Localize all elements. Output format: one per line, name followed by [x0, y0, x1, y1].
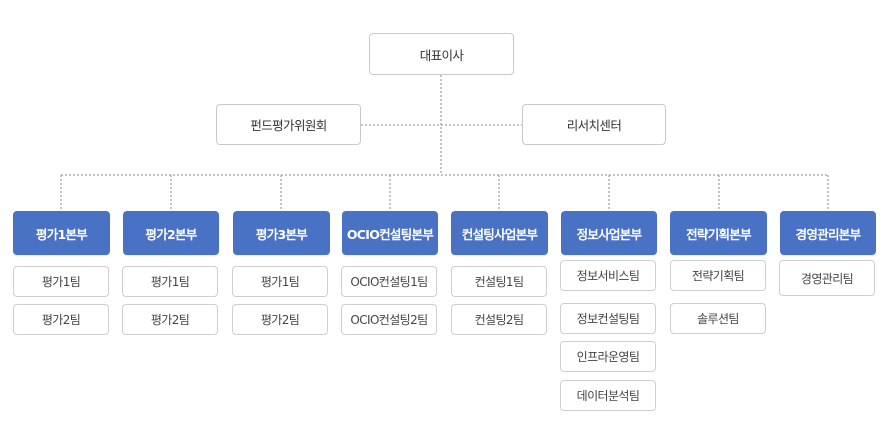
team-item: 인프라운영팀: [560, 341, 656, 372]
team-item: 솔루션팀: [670, 303, 766, 334]
team-item: 평가1팀: [13, 266, 109, 297]
team-item: 경영관리팀: [779, 260, 875, 296]
team-item: 평가1팀: [122, 266, 218, 297]
ceo-node: 대표이사: [369, 33, 514, 75]
team-item: OCIO컨설팅2팀: [341, 304, 437, 335]
team-item: 평가2팀: [232, 304, 328, 335]
team-item: 평가2팀: [13, 304, 109, 335]
division-management: 경영관리본부: [780, 211, 876, 255]
research-node: 리서치센터: [522, 104, 666, 145]
division-ocio-consulting: OCIO컨설팅본부: [342, 211, 438, 255]
team-item: 데이터분석팀: [560, 380, 656, 411]
team-item: 평가2팀: [122, 304, 218, 335]
division-strategy-planning: 전략기획본부: [670, 211, 767, 255]
team-item: OCIO컨설팅1팀: [341, 266, 437, 297]
team-item: 정보서비스팀: [560, 260, 656, 291]
division-evaluation-1: 평가1본부: [13, 211, 110, 255]
team-item: 컨설팅2팀: [451, 304, 547, 335]
team-item: 평가1팀: [232, 266, 328, 297]
team-item: 전략기획팀: [670, 260, 766, 291]
team-item: 정보컨설팅팀: [560, 303, 656, 334]
division-evaluation-3: 평가3본부: [233, 211, 330, 255]
team-item: 컨설팅1팀: [451, 266, 547, 297]
committee-node: 펀드평가위원회: [216, 104, 361, 145]
division-information-business: 정보사업본부: [561, 211, 657, 255]
division-consulting-business: 컨설팅사업본부: [451, 211, 548, 255]
division-evaluation-2: 평가2본부: [123, 211, 219, 255]
